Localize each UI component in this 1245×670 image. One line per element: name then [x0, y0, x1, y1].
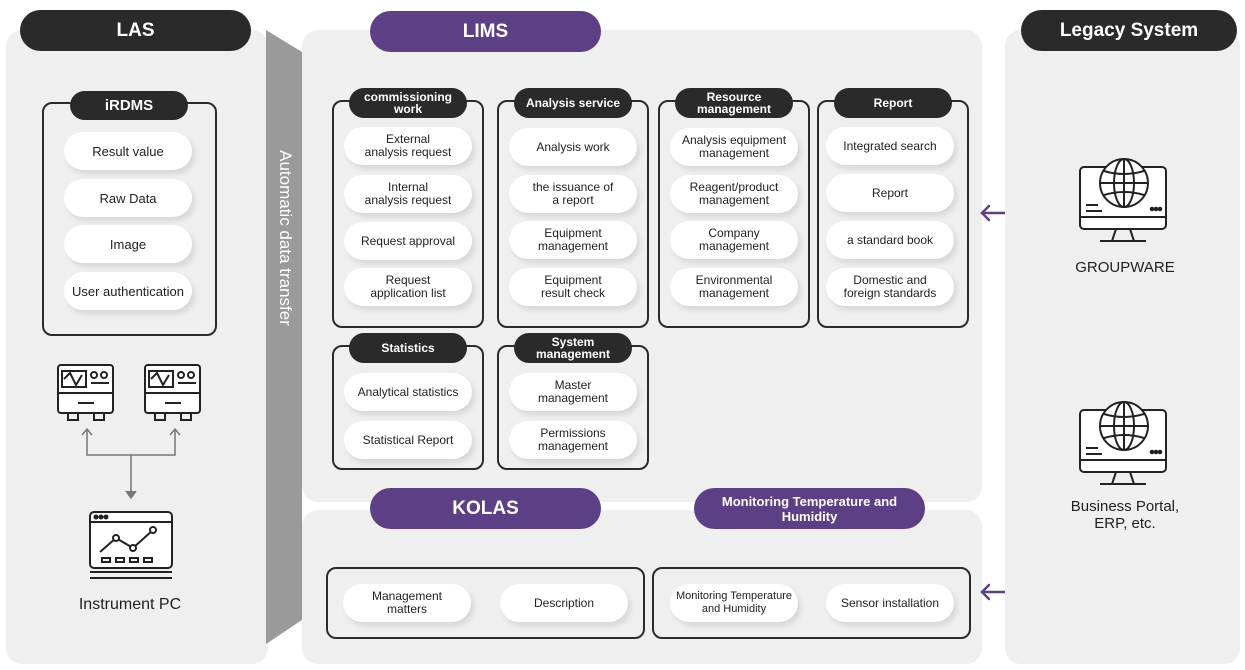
- item-analysis-work[interactable]: Analysis work: [509, 128, 637, 166]
- item-request-application-list[interactable]: Request application list: [344, 268, 472, 306]
- item-sensor-installation[interactable]: Sensor installation: [826, 584, 954, 622]
- item-reagent-product-management[interactable]: Reagent/product management: [670, 175, 798, 213]
- lims-header: LIMS: [370, 11, 601, 52]
- irdms-header: iRDMS: [70, 91, 188, 120]
- item-analysis-equipment-management[interactable]: Analysis equipment management: [670, 128, 798, 166]
- item-description[interactable]: Description: [500, 584, 628, 622]
- instrument-connector: [57, 364, 201, 500]
- item-report[interactable]: Report: [826, 174, 954, 212]
- item-statistical-report[interactable]: Statistical Report: [344, 421, 472, 459]
- transfer-band: [266, 30, 302, 644]
- item-equipment-management[interactable]: Equipment management: [509, 221, 637, 259]
- analyzer-icon: [57, 364, 114, 421]
- item-analytical-statistics[interactable]: Analytical statistics: [344, 373, 472, 411]
- item-master-management[interactable]: Master management: [509, 373, 637, 411]
- item-company-management[interactable]: Company management: [670, 221, 798, 259]
- analyzer-icon: [144, 364, 201, 421]
- item-issuance-of-report[interactable]: the issuance of a report: [509, 175, 637, 213]
- monitoring-header: Monitoring Temperature and Humidity: [694, 488, 925, 529]
- globe-monitor-icon: [1079, 158, 1167, 242]
- group-tag-report: Report: [834, 88, 952, 118]
- group-tag-commissioning-work: commissioning work: [349, 88, 467, 118]
- item-management-matters[interactable]: Management matters: [343, 584, 471, 622]
- automatic-data-transfer-label: Automatic data transfer: [276, 150, 295, 326]
- globe-monitor-icon: [1079, 401, 1167, 485]
- item-internal-analysis-request[interactable]: Internal analysis request: [344, 175, 472, 213]
- item-external-analysis-request[interactable]: External analysis request: [344, 127, 472, 165]
- item-domestic-foreign-standards[interactable]: Domestic and foreign standards: [826, 268, 954, 306]
- group-tag-analysis-service: Analysis service: [514, 88, 632, 118]
- instrument-pc-label: Instrument PC: [78, 596, 182, 613]
- item-integrated-search[interactable]: Integrated search: [826, 127, 954, 165]
- legacy-header: Legacy System: [1021, 10, 1237, 51]
- irdms-item-user-authentication[interactable]: User authentication: [64, 272, 192, 310]
- irdms-item-result-value[interactable]: Result value: [64, 132, 192, 170]
- group-tag-system-management: System management: [514, 333, 632, 363]
- item-standard-book[interactable]: a standard book: [826, 221, 954, 259]
- irdms-item-raw-data[interactable]: Raw Data: [64, 179, 192, 217]
- business-portal-label: Business Portal, ERP, etc.: [1070, 498, 1180, 532]
- monitor-chart-icon: [89, 511, 173, 579]
- item-equipment-result-check[interactable]: Equipment result check: [509, 268, 637, 306]
- las-header: LAS: [20, 10, 251, 51]
- legacy-panel: [1005, 30, 1240, 664]
- item-request-approval[interactable]: Request approval: [344, 222, 472, 260]
- irdms-item-image[interactable]: Image: [64, 225, 192, 263]
- item-environmental-management[interactable]: Environmental management: [670, 268, 798, 306]
- group-tag-resource-management: Resource management: [675, 88, 793, 118]
- item-permissions-management[interactable]: Permissions management: [509, 421, 637, 459]
- kolas-header: KOLAS: [370, 488, 601, 529]
- group-tag-statistics: Statistics: [349, 333, 467, 363]
- item-monitoring-temperature-humidity[interactable]: Monitoring Temperature and Humidity: [670, 584, 798, 622]
- groupware-label: GROUPWARE: [1075, 259, 1175, 276]
